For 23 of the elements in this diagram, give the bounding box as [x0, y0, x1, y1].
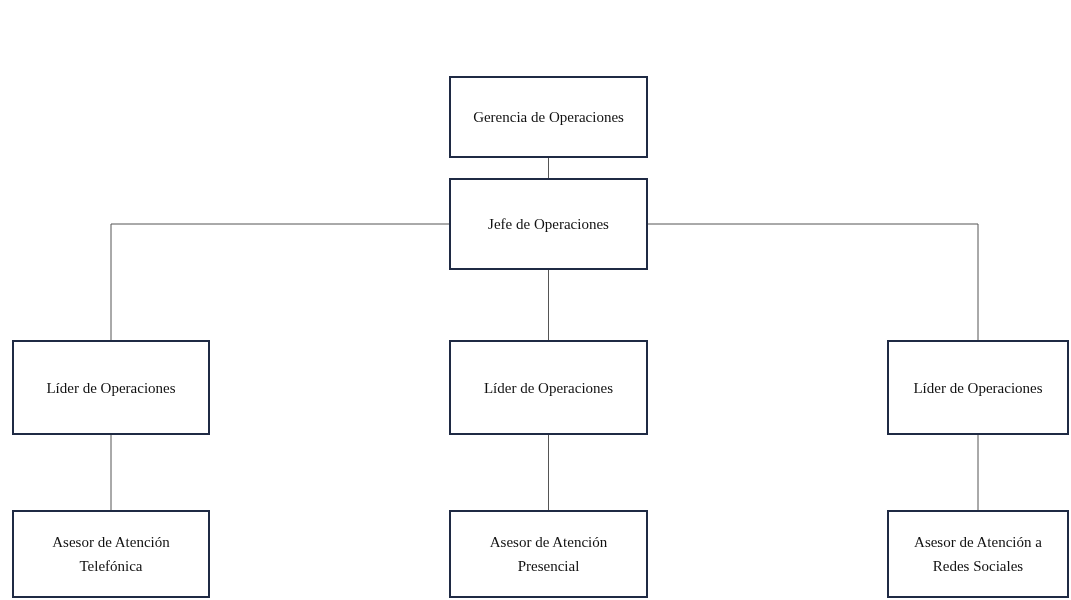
role-title: Líder de Operaciones	[483, 378, 614, 398]
org-box	[887, 510, 1069, 598]
org-box	[12, 510, 210, 598]
org-box	[12, 340, 210, 435]
org-box	[449, 76, 648, 158]
role-title: Jefe de Operaciones	[488, 215, 609, 234]
connector-line	[110, 434, 112, 511]
connector-line	[548, 269, 549, 341]
org-box	[449, 510, 648, 598]
org-box	[449, 340, 648, 435]
connector-line	[647, 223, 979, 341]
role-title: Líder de Operaciones	[913, 378, 1043, 398]
connector-line	[548, 434, 549, 511]
connector-line	[110, 223, 450, 341]
connector-line	[548, 157, 549, 179]
role-title: Asesor de Atención Presencial	[488, 533, 609, 576]
org-box	[887, 340, 1069, 435]
role-title: Líder de Operaciones	[46, 378, 176, 398]
role-title: Asesor de Atención a Redes Sociales	[913, 533, 1043, 576]
role-title: Asesor de Atención Telefónica	[51, 533, 171, 576]
connector-line	[977, 434, 979, 511]
org-box	[449, 178, 648, 270]
role-title: Gerencia de Operaciones	[473, 108, 624, 127]
